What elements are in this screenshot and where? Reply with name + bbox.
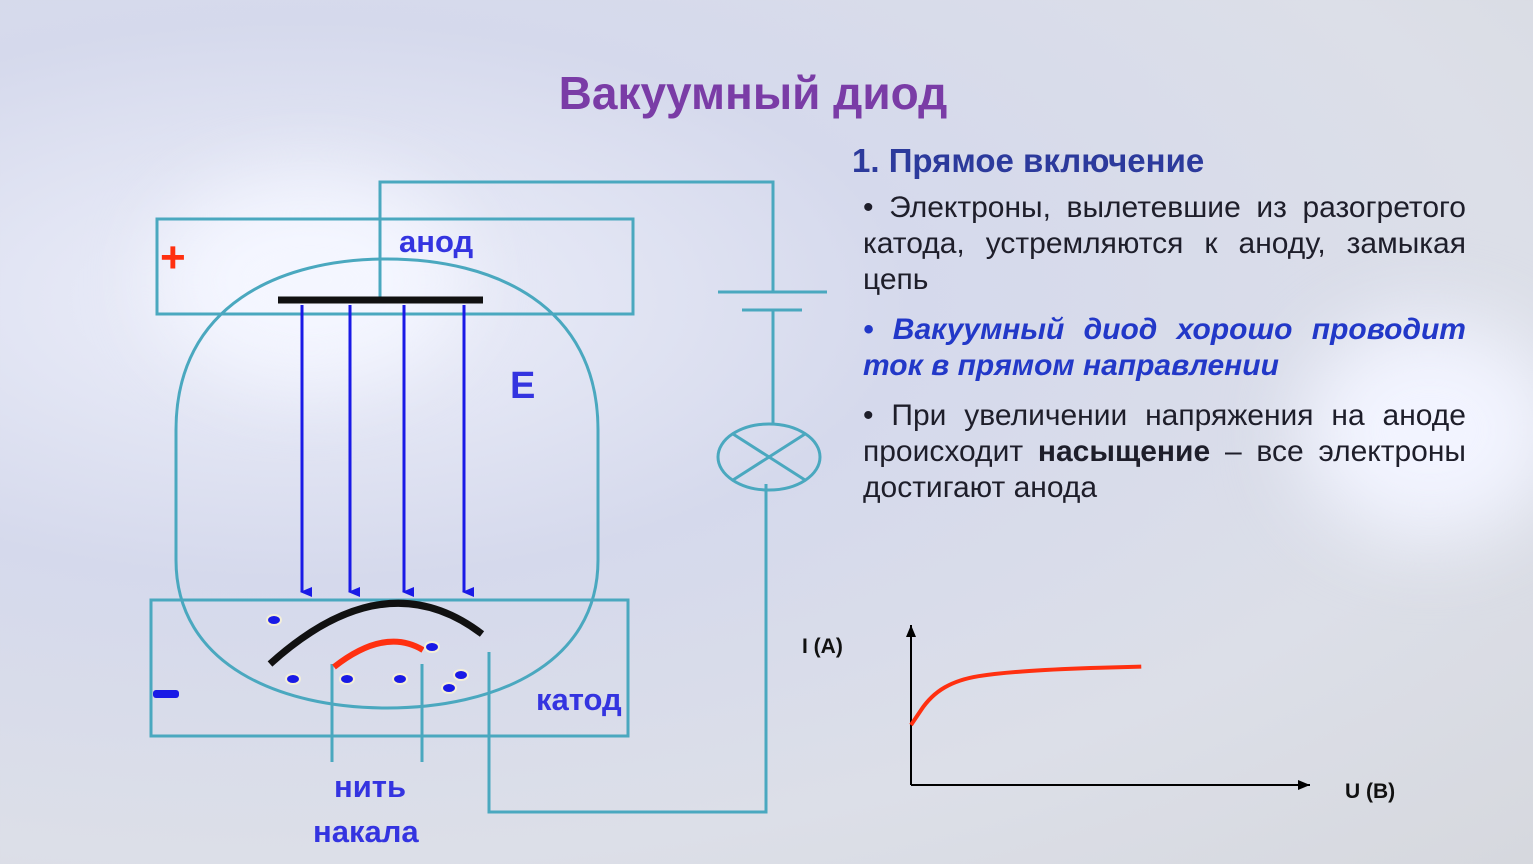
slide-title: Вакуумный диод [558, 67, 948, 119]
filament-label-line2: накала [313, 814, 419, 849]
electron [392, 673, 408, 685]
filament-label-line1: нить [334, 769, 406, 804]
electron [339, 673, 355, 685]
wire-anode-battery [378, 180, 775, 300]
wire-lamp-cathode [487, 484, 768, 814]
electron [441, 682, 457, 694]
iv-curve-series [909, 664, 1142, 727]
bullet-3: • При увеличении напряжения на аноде про… [863, 398, 1466, 506]
minus-sign [153, 690, 179, 698]
bullet-text: При увеличении напряжения на аноде проис… [863, 399, 1466, 468]
vacuum-bulb [174, 257, 600, 710]
electron [424, 641, 440, 653]
background-glow [160, 180, 460, 380]
cathode-label: катод [536, 682, 622, 717]
bullet-marker: • [863, 191, 874, 224]
electron [285, 673, 301, 685]
bullet-text: – все электроны достигают анода [863, 435, 1466, 504]
electron [453, 669, 469, 681]
background-glow [1300, 320, 1533, 540]
bullet-marker: • [863, 399, 874, 432]
field-label: E [510, 365, 535, 407]
iv-chart: I (A) U (B) [802, 625, 1395, 803]
heated-filament [332, 638, 425, 670]
bullet-text: Электроны, вылетевшие из разогретого кат… [863, 191, 1466, 296]
bullet-bold-term: насыщение [1037, 435, 1211, 468]
bullet-marker: • [863, 313, 874, 346]
cathode-arc [267, 599, 485, 667]
bullet-1: • Электроны, вылетевшие из разогретого к… [863, 190, 1466, 298]
text-panel: 1. Прямое включение • Электроны, вылетев… [852, 142, 1466, 520]
plus-sign: + [160, 233, 186, 282]
bullet-2: • Вакуумный диод хорошо проводит ток в п… [863, 312, 1466, 384]
x-axis-label: U (B) [1345, 780, 1395, 803]
section-heading: 1. Прямое включение [852, 142, 1205, 179]
anode-label: анод [399, 224, 473, 259]
anode-region [155, 217, 635, 316]
electron [266, 614, 282, 626]
y-axis-label: I (A) [802, 635, 843, 658]
lamp-icon [716, 422, 822, 492]
bullet-text: Вакуумный диод хорошо проводит ток в пря… [863, 313, 1466, 382]
